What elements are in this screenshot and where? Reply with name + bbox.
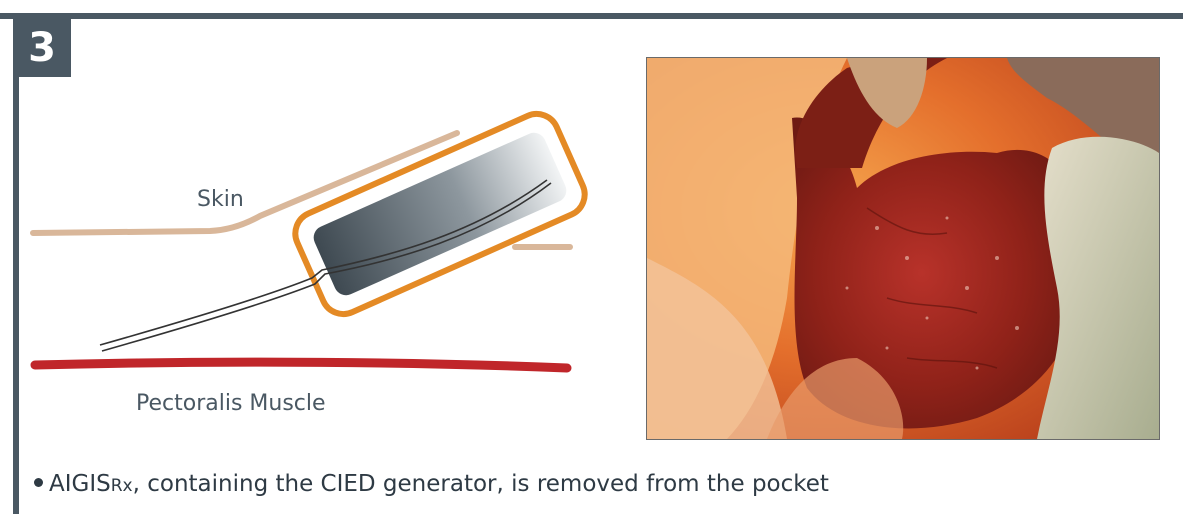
implant-diagram: Skin Pectoralis Muscle: [25, 88, 610, 433]
top-frame-border: [0, 13, 1183, 19]
surgical-photo: [646, 57, 1160, 440]
caption: AIGISRx, containing the CIED generator, …: [34, 471, 829, 497]
caption-text: , containing the CIED generator, is remo…: [133, 471, 829, 497]
left-frame-border: [13, 19, 19, 514]
implant-diagram-svg: Skin Pectoralis Muscle: [25, 88, 610, 433]
pectoralis-muscle-line: [35, 362, 567, 368]
pectoralis-muscle-label: Pectoralis Muscle: [136, 391, 326, 416]
skin-label: Skin: [197, 187, 244, 212]
bullet-icon: [34, 478, 43, 487]
step-number-badge: 3: [13, 19, 71, 77]
caption-brand: AIGIS: [49, 471, 111, 497]
caption-brand-sub: Rx: [111, 476, 133, 496]
surgical-photo-icon: [647, 58, 1159, 439]
